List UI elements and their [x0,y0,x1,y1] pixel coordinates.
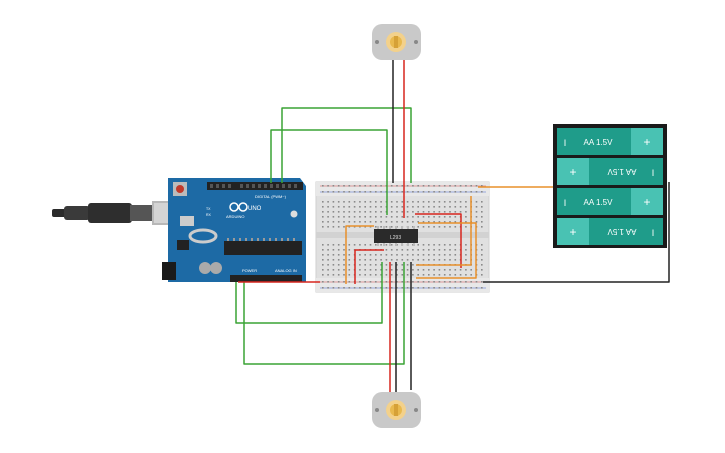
arduino-logo-icon [229,202,248,212]
battery-cell-label: AA 1.5V [607,227,637,236]
analog-label: ANALOG IN [275,268,297,273]
battery-plus-label: + [569,225,576,239]
wire-green-1[interactable] [281,107,412,183]
battery-cell: + I AA 1.5V [557,128,663,155]
battery-cell: + I AA 1.5V [557,158,663,185]
battery-cell: + I AA 1.5V [557,218,663,245]
tx-label: TX [206,207,211,211]
battery-minus-label: I [564,138,567,148]
wire-red-5[interactable] [354,249,384,284]
power-label: POWER [242,268,257,273]
arduino-brand-label: ARDUINO [226,214,244,219]
battery-plus-label: + [643,135,650,149]
wires[interactable] [235,60,670,392]
digital-label: DIGITAL (PWM~) [255,194,287,199]
battery-plus-label: + [643,195,650,209]
wire-red-3[interactable] [415,213,462,268]
battery-pack-icon[interactable]: + I AA 1.5V + I AA 1.5V + I AA 1.5V + I AA 1.5V [553,124,667,248]
motor-driver-chip-icon[interactable]: L293 [374,226,418,246]
battery-cell-label: AA 1.5V [607,167,637,176]
arduino-board-icon[interactable]: DIGITAL (PWM~) UNO ARDUINO TX RX POWER [162,178,306,282]
dc-motor-icon[interactable] [372,392,421,428]
wire-green-4[interactable] [243,262,405,365]
battery-cell-label: AA 1.5V [584,198,614,207]
battery-minus-label: I [564,198,567,208]
wire-green-2[interactable] [270,129,388,215]
uno-label: UNO [248,206,262,212]
battery-minus-label: I [652,228,655,238]
chip-label: L293 [390,235,401,241]
wire-orange-4[interactable] [416,196,472,266]
wire-orange-3[interactable] [345,225,374,284]
battery-plus-label: + [569,165,576,179]
rx-label: RX [206,213,212,217]
breadboard-icon[interactable] [315,181,490,293]
wire-orange-2[interactable] [416,222,477,279]
dc-motor-icon[interactable] [372,24,421,60]
wire-green-3[interactable] [235,262,383,324]
wire-black-3[interactable] [483,182,670,283]
battery-cell: + I AA 1.5V [557,188,663,215]
usb-cable-icon[interactable] [52,201,182,225]
battery-cell-label: AA 1.5V [584,138,614,147]
battery-minus-label: I [652,168,655,178]
